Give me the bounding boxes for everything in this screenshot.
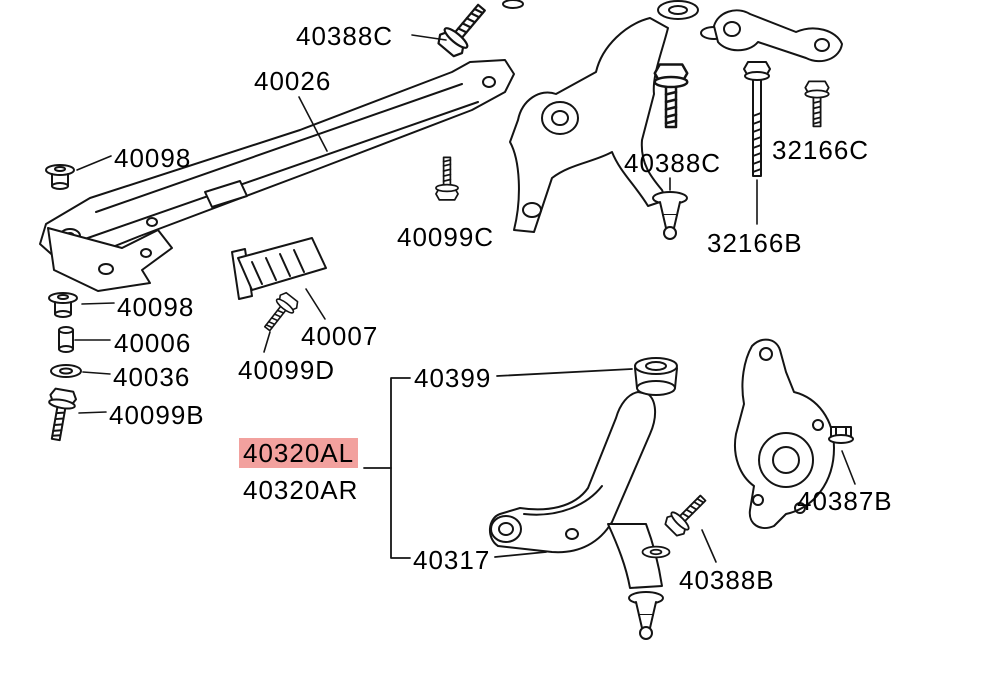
label-40098-upper: 40098 (114, 143, 192, 173)
insulator-40098-upper-drawing (45, 164, 75, 190)
bolt-40099b-drawing (41, 386, 79, 443)
bracket-lines (363, 368, 633, 559)
label-40007: 40007 (301, 321, 379, 351)
bolt-40099c-drawing (435, 156, 459, 201)
label-40320al: 40320AL (239, 438, 359, 468)
label-40026: 40026 (254, 66, 332, 96)
label-40099b: 40099B (109, 400, 205, 430)
washer-40036-drawing (50, 364, 82, 378)
upper-arm-drawing (509, 17, 669, 233)
spacer-40006-drawing (58, 326, 74, 353)
bolt-40388b-drawing (661, 488, 713, 540)
damper-bracket-drawing (231, 237, 327, 300)
label-40399: 40399 (414, 363, 492, 393)
insulator-40098-lower-drawing (48, 292, 78, 318)
bolt-32166c-drawing (804, 80, 830, 128)
bolt-40099d-drawing (258, 289, 301, 336)
label-40388b: 40388B (679, 565, 775, 595)
washer-top-edge-drawing (502, 0, 524, 9)
bolt-40388c-right-drawing (653, 63, 689, 129)
label-40099c: 40099C (397, 222, 495, 252)
bolt-40388c-top-drawing (434, 0, 494, 61)
label-40006: 40006 (114, 328, 192, 358)
balljoint-lower-drawing (628, 591, 664, 640)
leader-lines (74, 34, 856, 563)
hardware-parts (41, 0, 854, 640)
label-40317: 40317 (413, 545, 491, 575)
washer-lower-arm-drawing (641, 545, 671, 559)
top-link-drawing (700, 9, 843, 63)
label-40036: 40036 (113, 362, 191, 392)
bushing-40399-drawing (634, 357, 678, 396)
knuckle-drawing (734, 338, 835, 529)
label-40320ar: 40320AR (243, 475, 359, 505)
label-32166c: 32166C (772, 135, 870, 165)
lower-arm-drawing (489, 391, 663, 589)
label-40098-lower: 40098 (117, 292, 195, 322)
label-40099d: 40099D (238, 355, 336, 385)
label-40388c-right: 40388C (624, 148, 722, 178)
crossmember-drawing (39, 59, 515, 292)
balljoint-upper-drawing (652, 191, 688, 240)
label-32166b: 32166B (707, 228, 803, 258)
upper-bushing-drawing (657, 0, 699, 20)
label-40387b: 40387B (797, 486, 893, 516)
label-40388c-top: 40388C (296, 21, 394, 51)
nut-40387b-drawing (828, 426, 854, 444)
bolt-32166b-drawing (743, 61, 771, 177)
